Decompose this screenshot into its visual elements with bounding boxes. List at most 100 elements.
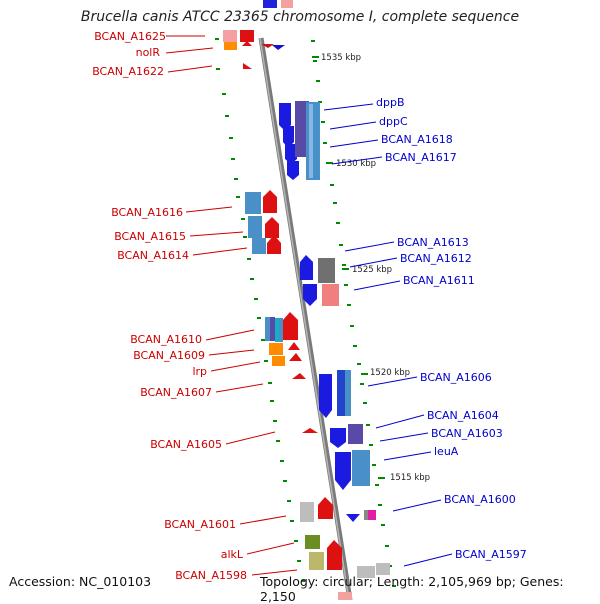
gene-feature[interactable] bbox=[269, 343, 283, 355]
gene-feature[interactable] bbox=[330, 442, 346, 448]
gene-feature[interactable] bbox=[261, 44, 274, 48]
gene-feature[interactable] bbox=[223, 30, 237, 42]
gene-feature[interactable] bbox=[224, 42, 237, 50]
gene-label[interactable]: BCAN_A1603 bbox=[431, 427, 503, 440]
gene-feature[interactable] bbox=[248, 216, 262, 238]
leader-line bbox=[323, 103, 374, 111]
gene-feature[interactable] bbox=[287, 161, 299, 175]
gene-feature[interactable] bbox=[279, 318, 283, 342]
gene-feature[interactable] bbox=[288, 342, 300, 350]
gene-label[interactable]: BCAN_A1615 bbox=[114, 230, 186, 243]
gene-feature[interactable] bbox=[300, 255, 313, 262]
gene-feature[interactable] bbox=[335, 480, 351, 490]
gene-feature[interactable] bbox=[245, 192, 261, 214]
gene-feature[interactable] bbox=[279, 103, 291, 125]
gene-label[interactable]: BCAN_A1607 bbox=[140, 386, 212, 399]
gene-label[interactable]: BCAN_A1597 bbox=[455, 548, 527, 561]
gene-feature[interactable] bbox=[263, 197, 277, 213]
gene-feature[interactable] bbox=[327, 548, 342, 570]
gene-label[interactable]: alkL bbox=[221, 548, 244, 561]
gene-feature[interactable] bbox=[330, 428, 346, 442]
gene-feature[interactable] bbox=[338, 592, 352, 600]
gene-feature[interactable] bbox=[319, 374, 332, 410]
gene-feature[interactable] bbox=[240, 30, 254, 42]
gene-feature[interactable] bbox=[364, 510, 376, 520]
gene-label[interactable]: BCAN_A1613 bbox=[397, 236, 469, 249]
gene-feature[interactable] bbox=[318, 258, 335, 283]
gene-feature[interactable] bbox=[319, 410, 332, 418]
gene-feature[interactable] bbox=[295, 101, 309, 157]
gene-feature[interactable] bbox=[302, 428, 318, 433]
gene-feature[interactable] bbox=[265, 317, 270, 341]
track-dot bbox=[234, 178, 238, 180]
gene-feature[interactable] bbox=[267, 235, 281, 243]
gene-feature[interactable] bbox=[346, 514, 360, 522]
gene-feature[interactable] bbox=[270, 317, 275, 341]
gene-feature[interactable] bbox=[283, 126, 294, 142]
gene-feature[interactable] bbox=[289, 353, 302, 361]
gene-feature[interactable] bbox=[285, 144, 297, 159]
gene-feature[interactable] bbox=[242, 41, 252, 46]
gene-feature[interactable] bbox=[348, 424, 363, 444]
gene-feature[interactable] bbox=[275, 318, 279, 342]
gene-label[interactable]: BCAN_A1616 bbox=[111, 206, 183, 219]
gene-feature[interactable] bbox=[376, 563, 390, 575]
gene-feature[interactable] bbox=[287, 175, 299, 180]
leader-line bbox=[167, 65, 213, 73]
gene-label[interactable]: BCAN_A1625 bbox=[94, 30, 166, 43]
gene-label[interactable]: nolR bbox=[136, 46, 161, 59]
gene-feature[interactable] bbox=[309, 552, 324, 570]
gene-feature[interactable] bbox=[252, 238, 266, 254]
track-dot bbox=[250, 278, 254, 280]
gene-feature[interactable] bbox=[357, 566, 375, 578]
gene-feature[interactable] bbox=[305, 535, 320, 549]
gene-label[interactable]: dppB bbox=[376, 96, 405, 109]
gene-label[interactable]: leuA bbox=[434, 445, 459, 458]
gene-feature[interactable] bbox=[267, 243, 281, 254]
gene-feature[interactable] bbox=[327, 540, 342, 548]
gene-feature[interactable] bbox=[300, 262, 313, 280]
leader-line bbox=[353, 280, 401, 291]
gene-feature[interactable] bbox=[272, 356, 285, 366]
gene-label[interactable]: BCAN_A1611 bbox=[403, 274, 475, 287]
track-dot bbox=[385, 545, 389, 547]
track-dot bbox=[290, 520, 294, 522]
gene-label[interactable]: BCAN_A1612 bbox=[400, 252, 472, 265]
gene-label[interactable]: BCAN_A1601 bbox=[164, 518, 236, 531]
gene-feature[interactable] bbox=[243, 63, 252, 69]
gene-label[interactable]: BCAN_A1610 bbox=[130, 333, 202, 346]
gene-label[interactable]: BCAN_A1604 bbox=[427, 409, 499, 422]
gene-feature[interactable] bbox=[283, 312, 298, 320]
gene-feature[interactable] bbox=[265, 217, 279, 224]
gene-feature[interactable] bbox=[318, 505, 333, 519]
gene-feature[interactable] bbox=[272, 45, 285, 50]
gene-label[interactable]: BCAN_A1598 bbox=[175, 569, 247, 582]
gene-label[interactable]: BCAN_A1617 bbox=[385, 151, 457, 164]
gene-label[interactable]: BCAN_A1606 bbox=[420, 371, 492, 384]
gene-feature[interactable] bbox=[322, 284, 339, 306]
gene-feature[interactable] bbox=[318, 497, 333, 505]
gene-label[interactable]: dppC bbox=[379, 115, 408, 128]
gene-label[interactable]: lrp bbox=[192, 365, 207, 378]
gene-label[interactable]: BCAN_A1605 bbox=[150, 438, 222, 451]
track-dot bbox=[344, 284, 348, 286]
gene-feature[interactable] bbox=[283, 320, 298, 340]
gene-feature[interactable] bbox=[263, 0, 277, 8]
gene-label[interactable]: BCAN_A1618 bbox=[381, 133, 453, 146]
gene-feature[interactable] bbox=[263, 190, 277, 197]
gene-feature[interactable] bbox=[281, 0, 293, 8]
gene-feature[interactable] bbox=[303, 284, 317, 299]
track-dot bbox=[330, 184, 334, 186]
gene-feature[interactable] bbox=[335, 452, 351, 480]
gene-label[interactable]: BCAN_A1609 bbox=[133, 349, 205, 362]
track-dot bbox=[321, 121, 325, 123]
gene-feature[interactable] bbox=[292, 373, 306, 379]
gene-feature[interactable] bbox=[352, 450, 370, 486]
track-dot bbox=[297, 560, 301, 562]
gene-feature[interactable] bbox=[265, 224, 279, 238]
gene-feature[interactable] bbox=[303, 299, 317, 306]
gene-label[interactable]: BCAN_A1600 bbox=[444, 493, 516, 506]
gene-label[interactable]: BCAN_A1614 bbox=[117, 249, 189, 262]
gene-label[interactable]: BCAN_A1622 bbox=[92, 65, 164, 78]
gene-feature[interactable] bbox=[300, 502, 314, 522]
